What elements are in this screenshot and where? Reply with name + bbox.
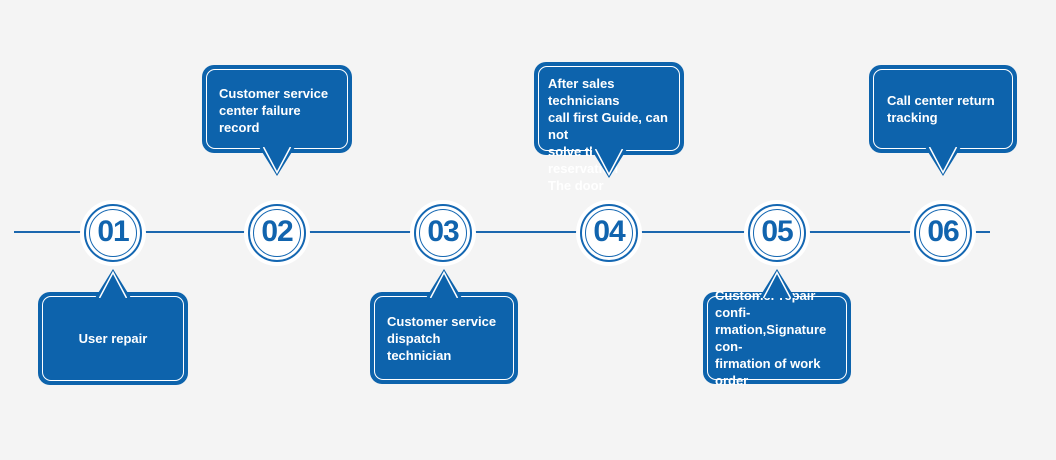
step-number: 02 xyxy=(261,215,293,248)
step-number: 01 xyxy=(97,215,129,248)
step-node-01: 01 xyxy=(80,200,146,266)
timeline-line xyxy=(14,231,990,233)
callout-bubble-step-01: User repair xyxy=(38,269,188,385)
step-node-inner-ring: 01 xyxy=(89,209,137,257)
step-node-inner-ring: 04 xyxy=(585,209,633,257)
bubble-pointer-down-icon xyxy=(259,147,295,176)
bubble-pointer-down-icon xyxy=(925,147,961,176)
bubble-pointer-up-icon xyxy=(95,269,131,298)
bubble-pointer-down-icon xyxy=(591,149,627,178)
callout-caption: Call center return tracking xyxy=(887,93,995,125)
callout-caption: User repair xyxy=(78,331,148,346)
step-node-outer-ring: 05 xyxy=(748,204,806,262)
step-node-outer-ring: 04 xyxy=(580,204,638,262)
bubble-pointer-up-icon xyxy=(759,269,795,298)
step-node-inner-ring: 05 xyxy=(753,209,801,257)
step-node-05: 05 xyxy=(744,200,810,266)
step-node-03: 03 xyxy=(410,200,476,266)
step-node-06: 06 xyxy=(910,200,976,266)
step-number: 05 xyxy=(761,215,793,248)
callout-caption: Customer service center failure record xyxy=(219,86,329,135)
step-number: 04 xyxy=(593,215,625,248)
callout-bubble-step-06: Call center return tracking xyxy=(869,65,1017,176)
step-node-04: 04 xyxy=(576,200,642,266)
step-node-inner-ring: 02 xyxy=(253,209,301,257)
callout-caption: Customer repair confi- rmation,Signature… xyxy=(715,288,827,388)
callout-bubble-step-03: Customer service dispatch technician xyxy=(370,269,518,384)
step-node-outer-ring: 02 xyxy=(248,204,306,262)
callout-caption: After sales technicians call first Guide… xyxy=(548,76,668,193)
callout-bubble-step-05: Customer repair confi- rmation,Signature… xyxy=(703,269,851,388)
bubble-pointer-up-icon xyxy=(426,269,462,298)
callout-bubble-step-02: Customer service center failure record xyxy=(202,65,352,176)
step-node-inner-ring: 03 xyxy=(419,209,467,257)
callout-caption: Customer service dispatch technician xyxy=(387,313,497,363)
step-node-outer-ring: 01 xyxy=(84,204,142,262)
callout-bubble-step-04: After sales technicians call first Guide… xyxy=(534,62,684,193)
step-node-outer-ring: 03 xyxy=(414,204,472,262)
step-node-inner-ring: 06 xyxy=(919,209,967,257)
step-node-02: 02 xyxy=(244,200,310,266)
step-number: 03 xyxy=(427,215,459,248)
step-node-outer-ring: 06 xyxy=(914,204,972,262)
step-number: 06 xyxy=(927,215,959,248)
